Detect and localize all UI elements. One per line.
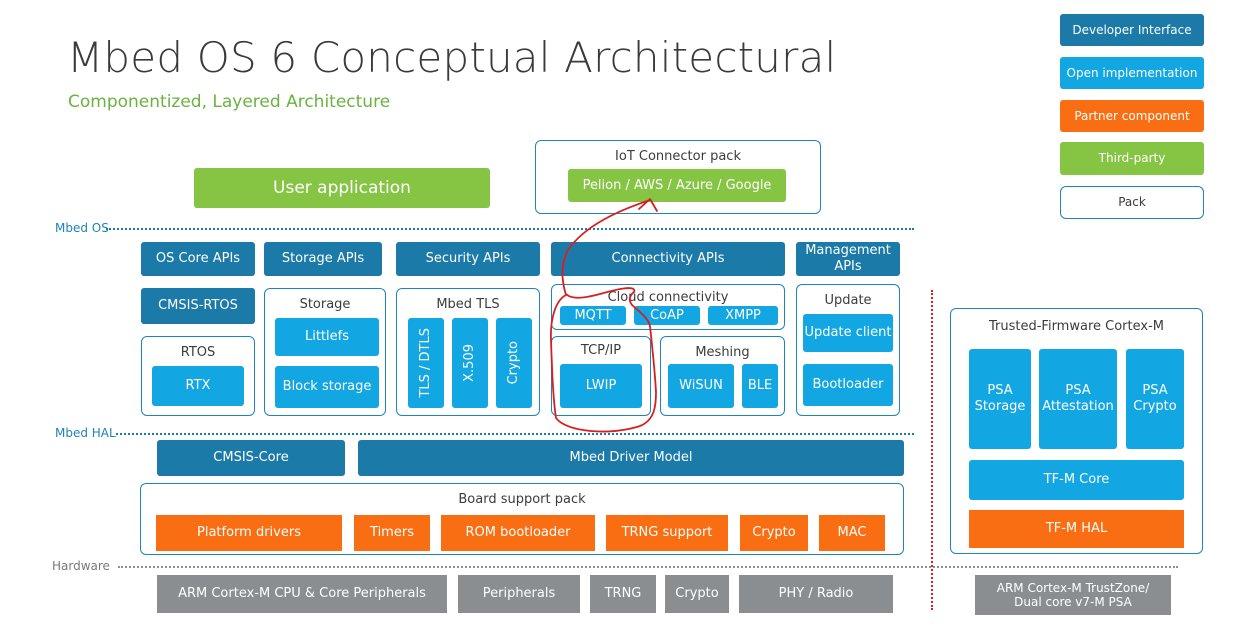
coap: CoAP: [634, 306, 700, 325]
tfm-hal: TF-M HAL: [969, 510, 1184, 548]
xmpp: XMPP: [708, 306, 778, 325]
update-title: Update: [824, 293, 872, 308]
management-apis: Management APIs: [796, 242, 900, 276]
security-apis: Security APIs: [396, 242, 540, 276]
bsp-crypto: Crypto: [740, 515, 808, 551]
page-subtitle: Componentized, Layered Architecture: [68, 92, 391, 112]
os-core-apis: OS Core APIs: [141, 242, 255, 276]
mbed-tls-title: Mbed TLS: [436, 297, 500, 312]
board-support-pack-title: Board support pack: [458, 492, 586, 507]
storage-title: Storage: [299, 297, 351, 312]
block-storage: Block storage: [275, 366, 379, 408]
bsp-trng-support: TRNG support: [606, 515, 728, 551]
cloud-connectivity-title: Cloud connectivity: [607, 290, 729, 305]
hw-trustzone: ARM Cortex-M TrustZone/ Dual core v7-M P…: [975, 575, 1171, 615]
hw-crypto: Crypto: [665, 575, 729, 613]
storage-apis: Storage APIs: [264, 242, 382, 276]
bsp-timers: Timers: [354, 515, 430, 551]
layer-divider-hal: [116, 433, 914, 435]
tcpip-title: TCP/IP: [580, 343, 622, 358]
layer-divider-os: [106, 228, 914, 230]
bsp-rom-bootloader: ROM bootloader: [441, 515, 595, 551]
iot-connector-pack-title: IoT Connector pack: [615, 149, 741, 164]
user-application: User application: [194, 168, 490, 208]
x509: X.509: [452, 318, 488, 408]
legend-developer-interface: Developer Interface: [1060, 14, 1204, 46]
ble: BLE: [742, 364, 778, 408]
hw-trng: TRNG: [590, 575, 656, 613]
meshing-title: Meshing: [695, 345, 750, 360]
legend-pack: Pack: [1060, 186, 1204, 219]
wisun: WiSUN: [668, 364, 734, 408]
connectivity-apis: Connectivity APIs: [551, 242, 785, 276]
annotation-arrowhead: [638, 198, 658, 212]
cloud-providers: Pelion / AWS / Azure / Google: [568, 169, 786, 202]
tls-dtls: TLS / DTLS: [408, 318, 444, 408]
bsp-platform-drivers: Platform drivers: [156, 515, 342, 551]
bootloader: Bootloader: [803, 364, 893, 406]
annotation-loop: [550, 199, 657, 433]
mbed-driver-model: Mbed Driver Model: [358, 440, 904, 476]
psa-storage: PSA Storage: [969, 349, 1031, 449]
rtos-title: RTOS: [180, 345, 216, 360]
tfm-title: Trusted-Firmware Cortex-M: [989, 319, 1164, 334]
psa-crypto: PSA Crypto: [1126, 349, 1184, 449]
cmsis-rtos: CMSIS-RTOS: [141, 288, 255, 324]
layer-label-mbed-hal: Mbed HAL: [55, 426, 116, 440]
cmsis-core: CMSIS-Core: [157, 440, 345, 476]
legend-open-implementation: Open implementation: [1060, 57, 1204, 89]
crypto-software: Crypto: [496, 318, 532, 408]
legend-partner-component: Partner component: [1060, 100, 1204, 132]
update-client: Update client: [803, 314, 893, 352]
littlefs: Littlefs: [275, 318, 379, 356]
secure-separator: [931, 290, 933, 610]
hw-peripherals: Peripherals: [458, 575, 580, 613]
layer-label-mbed-os: Mbed OS: [55, 221, 109, 235]
tfm-core: TF-M Core: [969, 460, 1184, 500]
legend-third-party: Third-party: [1060, 142, 1204, 175]
page-title: Mbed OS 6 Conceptual Architectural: [67, 33, 837, 82]
psa-attestation: PSA Attestation: [1039, 349, 1117, 449]
hw-phy-radio: PHY / Radio: [739, 575, 893, 613]
rtx: RTX: [152, 366, 244, 406]
mqtt: MQTT: [560, 306, 626, 325]
lwip: LWIP: [560, 364, 642, 408]
layer-label-hardware: Hardware: [52, 559, 110, 573]
bsp-mac: MAC: [819, 515, 885, 551]
hw-cpu: ARM Cortex-M CPU & Core Peripherals: [157, 575, 447, 613]
layer-divider-hardware: [118, 566, 1178, 568]
